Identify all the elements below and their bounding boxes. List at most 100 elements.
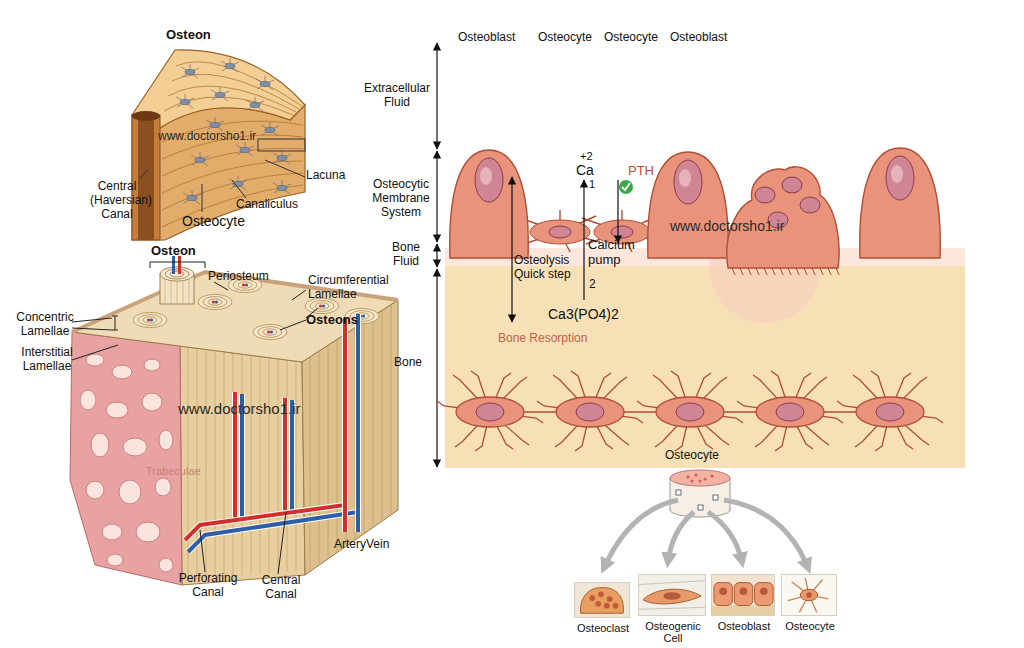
vessel-dot — [150, 318, 153, 321]
osteocyte-cell — [756, 397, 824, 427]
ruffled-border — [732, 268, 735, 275]
nucleus — [607, 596, 613, 602]
nucleus — [598, 592, 604, 598]
bracket — [150, 262, 205, 268]
zone-arrow — [436, 269, 437, 467]
part-label: Central (Haversian) Canal — [90, 180, 144, 221]
cell-process — [520, 411, 560, 413]
sample-marker — [676, 490, 681, 495]
wedge-face — [132, 105, 305, 240]
nucleolus — [679, 169, 691, 187]
watermark: www.doctorsho1.ir — [178, 400, 301, 417]
cell-type-caption: Osteocyte — [772, 620, 848, 632]
lamella-line — [278, 360, 279, 572]
lamella-line — [328, 345, 329, 557]
ruffled-border — [780, 268, 783, 275]
nucleus — [611, 226, 633, 238]
leader-line — [265, 160, 305, 177]
cell-type-box: Osteoblast — [711, 574, 775, 616]
leader-line — [72, 328, 112, 330]
watermark: www.doctorsho1.ir — [158, 130, 256, 144]
lamella-line — [337, 339, 338, 551]
nucleus — [876, 403, 904, 421]
cell-process — [620, 411, 660, 413]
cell-type-caption: Osteogenic Cell — [641, 620, 705, 644]
zone-label: Extracellular Fluid — [358, 82, 436, 110]
bracket — [112, 316, 118, 330]
concentric-lamella — [133, 312, 167, 327]
cell-label: Osteoblast — [458, 31, 515, 45]
lamella-line — [162, 148, 303, 176]
concentric-lamella — [208, 299, 222, 305]
cell-type-box: Osteocyte — [781, 574, 837, 616]
nucleus — [549, 226, 571, 238]
lamella-line — [189, 276, 190, 303]
trabecular-space — [102, 524, 122, 540]
lamella-line — [373, 316, 374, 527]
ruffled-border — [836, 268, 839, 275]
nucleus — [740, 587, 748, 595]
cell-label: Osteocyte — [538, 31, 592, 45]
osteoblast-cell — [734, 583, 752, 606]
trabecular-space — [80, 390, 96, 410]
cell-dot — [694, 473, 697, 476]
tissue-line — [639, 581, 705, 585]
vessel-dot — [212, 300, 215, 303]
nucleus — [719, 587, 727, 595]
ion-charge: +2 — [580, 150, 593, 163]
osteoblast-cell — [755, 583, 773, 606]
nucleus — [604, 603, 610, 609]
leader-line — [140, 170, 148, 178]
nucleus — [613, 603, 619, 609]
zone-arrow — [436, 244, 437, 267]
cell-process — [720, 411, 760, 413]
cell-type-caption: Osteoblast — [704, 620, 784, 632]
concentric-lamella — [310, 301, 334, 312]
osteoclast-cell — [581, 588, 624, 614]
tissue-background — [782, 575, 836, 615]
nucleolus — [891, 165, 903, 183]
lacuna — [215, 92, 225, 97]
osteoclast-cell — [727, 167, 839, 268]
vessel-outline — [188, 512, 358, 552]
osteocyte-cell — [856, 397, 924, 427]
callout-box — [258, 139, 305, 151]
part-label: Lacuna — [306, 169, 345, 183]
bone-cylinder-top — [670, 470, 730, 486]
concentric-lamella — [203, 297, 227, 308]
ruffled-border — [748, 268, 751, 275]
concentric-lamella — [143, 317, 157, 323]
osteocyte-cell — [456, 397, 524, 427]
cell-process — [820, 411, 860, 413]
ruffled-border — [820, 268, 823, 275]
lamella-line — [319, 351, 320, 563]
trabecular-space — [136, 522, 160, 542]
part-label: Concentric Lamellae — [14, 311, 76, 339]
resorption-arrow — [511, 177, 512, 322]
ruffled-border — [812, 268, 815, 275]
part-label: Trabeculae — [146, 465, 201, 478]
lacuna — [250, 102, 260, 107]
zone-arrow — [436, 43, 437, 149]
vessel-dot — [322, 304, 325, 307]
lamella-line — [206, 350, 207, 577]
grey-arrow — [708, 512, 742, 562]
lacuna — [225, 63, 235, 68]
leader-line — [202, 184, 203, 212]
leader-line — [280, 320, 306, 330]
cell-illustration — [575, 583, 629, 617]
leader-line — [72, 318, 112, 322]
lamella-line — [260, 357, 261, 573]
zone-label: Osteocytic Membrane System — [366, 178, 436, 219]
nucleus — [475, 158, 503, 202]
lamella-line — [251, 356, 252, 574]
zone-arrow — [436, 151, 437, 242]
trabecular-space — [106, 402, 128, 418]
pth-arrow — [617, 180, 618, 243]
cell-label: Osteocyte — [604, 31, 658, 45]
trabecular-space — [159, 430, 173, 450]
grey-arrow — [724, 500, 808, 568]
central-canal — [132, 115, 160, 240]
panel-title: Osteon — [151, 244, 196, 259]
